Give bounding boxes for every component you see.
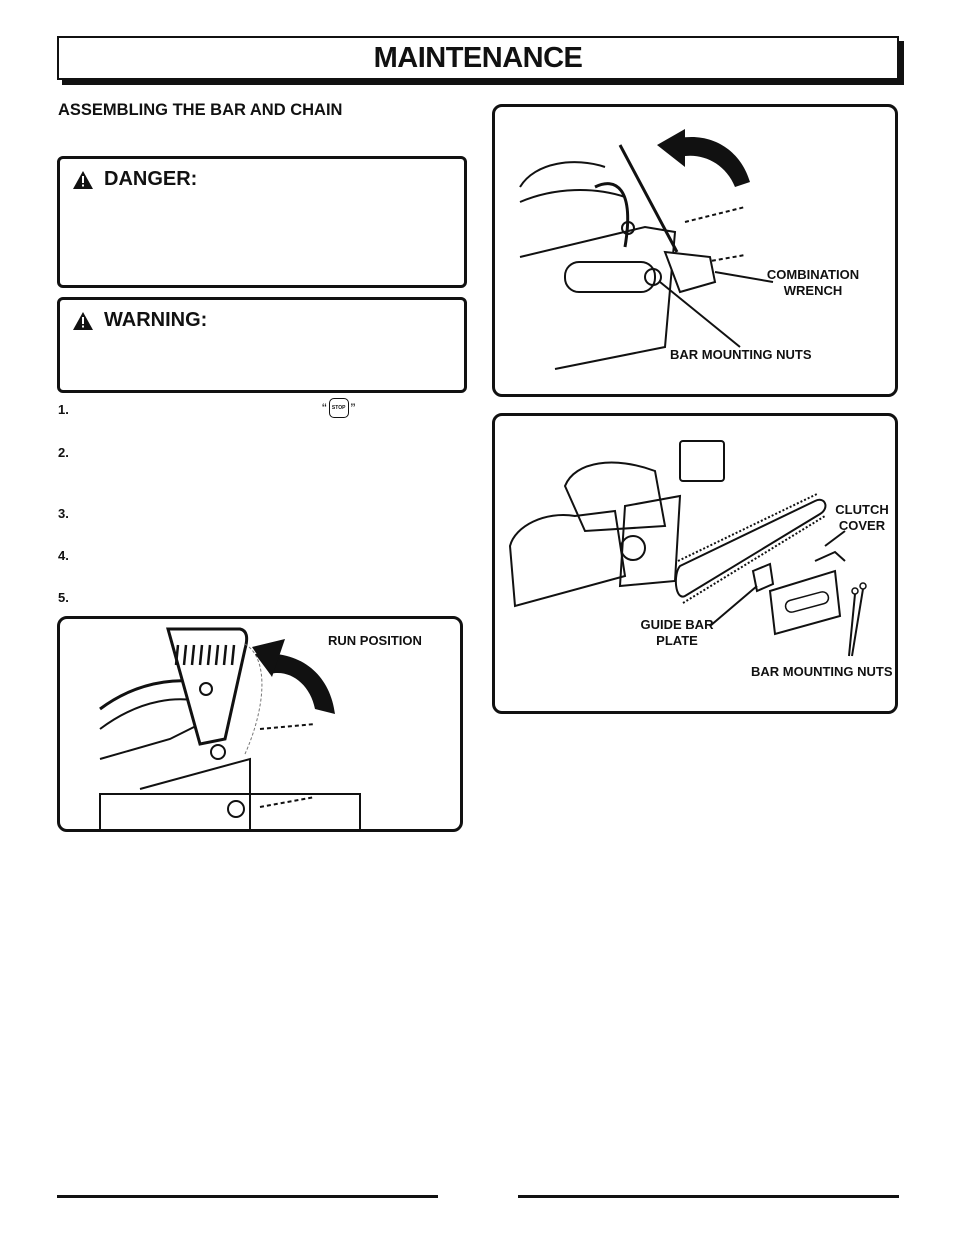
rotate-arrow-icon	[255, 653, 335, 714]
warning-box: WARNING:	[57, 297, 467, 393]
close-quote: ”	[350, 400, 356, 416]
wrench-illustration	[519, 129, 774, 370]
chain-brake-illustration	[99, 627, 361, 829]
page-title-box: MAINTENANCE	[57, 36, 899, 80]
warning-triangle-icon	[73, 311, 93, 330]
wrench-figure: COMBINATION WRENCH BAR MOUNTING NUTS	[492, 104, 898, 397]
run-position-label: RUN POSITION	[328, 633, 422, 648]
step-number: 2.	[58, 445, 69, 460]
page-title: MAINTENANCE	[373, 41, 583, 74]
warning-triangle-icon	[73, 170, 93, 189]
stop-switch-reference: “ STOP ”	[322, 398, 355, 418]
danger-label: DANGER:	[104, 168, 198, 190]
run-position-figure: RUN POSITION	[57, 616, 463, 832]
step-number: 5.	[58, 590, 69, 605]
open-quote: “	[322, 400, 327, 416]
warning-label: WARNING:	[104, 309, 208, 331]
step-number: 3.	[58, 506, 69, 521]
stop-icon: STOP	[328, 398, 349, 418]
step-number: 4.	[58, 548, 69, 563]
bar-chain-exploded-illustration	[508, 440, 867, 657]
bar-mounting-nuts-label: BAR MOUNTING NUTS	[670, 347, 812, 362]
footer-rule-left	[57, 1195, 438, 1198]
combination-wrench-label: COMBINATION WRENCH	[766, 267, 860, 298]
bar-mounting-nuts-label: BAR MOUNTING NUTS	[751, 664, 893, 679]
guide-bar-plate-label: GUIDE BAR PLATE	[640, 617, 714, 648]
danger-box: DANGER:	[57, 156, 467, 288]
exploded-figure: CLUTCH COVER GUIDE BAR PLATE BAR MOUNTIN…	[492, 413, 898, 714]
clutch-cover-label: CLUTCH COVER	[835, 502, 889, 533]
footer-rule-right	[518, 1195, 899, 1198]
step-number: 1.	[58, 402, 69, 417]
section-heading: ASSEMBLING THE BAR AND CHAIN	[58, 101, 343, 119]
